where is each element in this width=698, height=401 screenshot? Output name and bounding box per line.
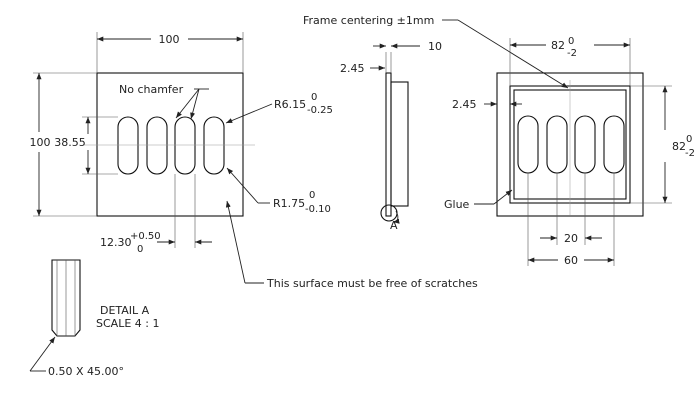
- radius-large-tol-lower: -0.25: [307, 105, 333, 116]
- detail-callout-letter: A: [390, 219, 398, 232]
- slot-span-value: 60: [564, 254, 578, 267]
- side-view: 10 2.45 A: [340, 40, 442, 232]
- right-width-value: 82: [551, 39, 565, 52]
- side-offset-value: 2.45: [340, 62, 365, 75]
- radius-small-leader: [226, 167, 259, 204]
- radius-small-tol-lower: -0.10: [305, 204, 331, 215]
- radius-small-tol-upper: 0: [309, 190, 315, 201]
- side-plate: [385, 72, 392, 217]
- slot-pitch-value: 20: [564, 232, 578, 245]
- right-inset-value: 2.45: [452, 98, 477, 111]
- right-height-tol-lower: -2: [685, 148, 695, 159]
- slot-width-value: 12.30: [100, 236, 132, 249]
- glue-label: Glue: [444, 198, 470, 211]
- frame-centering-note: Frame centering ±1mm: [303, 14, 434, 27]
- chamfer-note: 0.50 X 45.00°: [48, 365, 124, 378]
- no-chamfer-leader-3: [190, 88, 200, 120]
- no-chamfer-leader-2: [175, 88, 200, 119]
- right-slot-1: [517, 115, 539, 174]
- slot-width-tol-lower: 0: [137, 244, 143, 255]
- front-slot-2: [146, 116, 168, 175]
- right-width-tol-upper: 0: [568, 36, 574, 47]
- surface-note-leader-diag: [225, 200, 246, 284]
- right-slot-3: [574, 115, 596, 174]
- detail-view: DETAIL A SCALE 4 : 1 0.50 X 45.00°: [29, 259, 159, 378]
- front-width-value: 100: [159, 33, 180, 46]
- detail-scale: SCALE 4 : 1: [96, 317, 159, 330]
- front-slot-4: [203, 116, 225, 175]
- right-slot-2: [546, 115, 568, 174]
- no-chamfer-label: No chamfer: [119, 83, 184, 96]
- right-height-value: 82: [672, 140, 686, 153]
- glue-leader: [493, 189, 513, 205]
- front-view: 100 100 38.55 No chamfer R6.15 0 -0.25 R…: [30, 32, 478, 290]
- radius-large-tol-upper: 0: [311, 92, 317, 103]
- frame-note-leader: [457, 19, 569, 89]
- front-plate-outline: [96, 72, 244, 217]
- radius-large-leader: [225, 103, 273, 124]
- radius-large-value: R6.15: [274, 98, 306, 111]
- side-thickness-value: 10: [428, 40, 442, 53]
- slot-width-tol-upper: +0.50: [130, 231, 161, 242]
- front-slot-3: [174, 116, 196, 175]
- front-height-value: 100: [30, 136, 51, 149]
- radius-small-value: R1.75: [273, 197, 305, 210]
- detail-callout-arrow: [392, 210, 400, 224]
- front-slot-1: [117, 116, 139, 175]
- right-plate-outline: [496, 72, 644, 217]
- right-width-tol-lower: -2: [567, 48, 577, 59]
- surface-note: This surface must be free of scratches: [266, 277, 478, 290]
- chamfer-leader-diag: [29, 336, 56, 372]
- front-offset-value: 38.55: [54, 136, 86, 149]
- right-slot-4: [603, 115, 625, 174]
- side-frame: [390, 81, 409, 207]
- right-view: Frame centering ±1mm 82 0 -2 82 0 -2 2.4…: [303, 14, 695, 267]
- detail-title: DETAIL A: [100, 304, 150, 317]
- right-height-tol-upper: 0: [686, 134, 692, 145]
